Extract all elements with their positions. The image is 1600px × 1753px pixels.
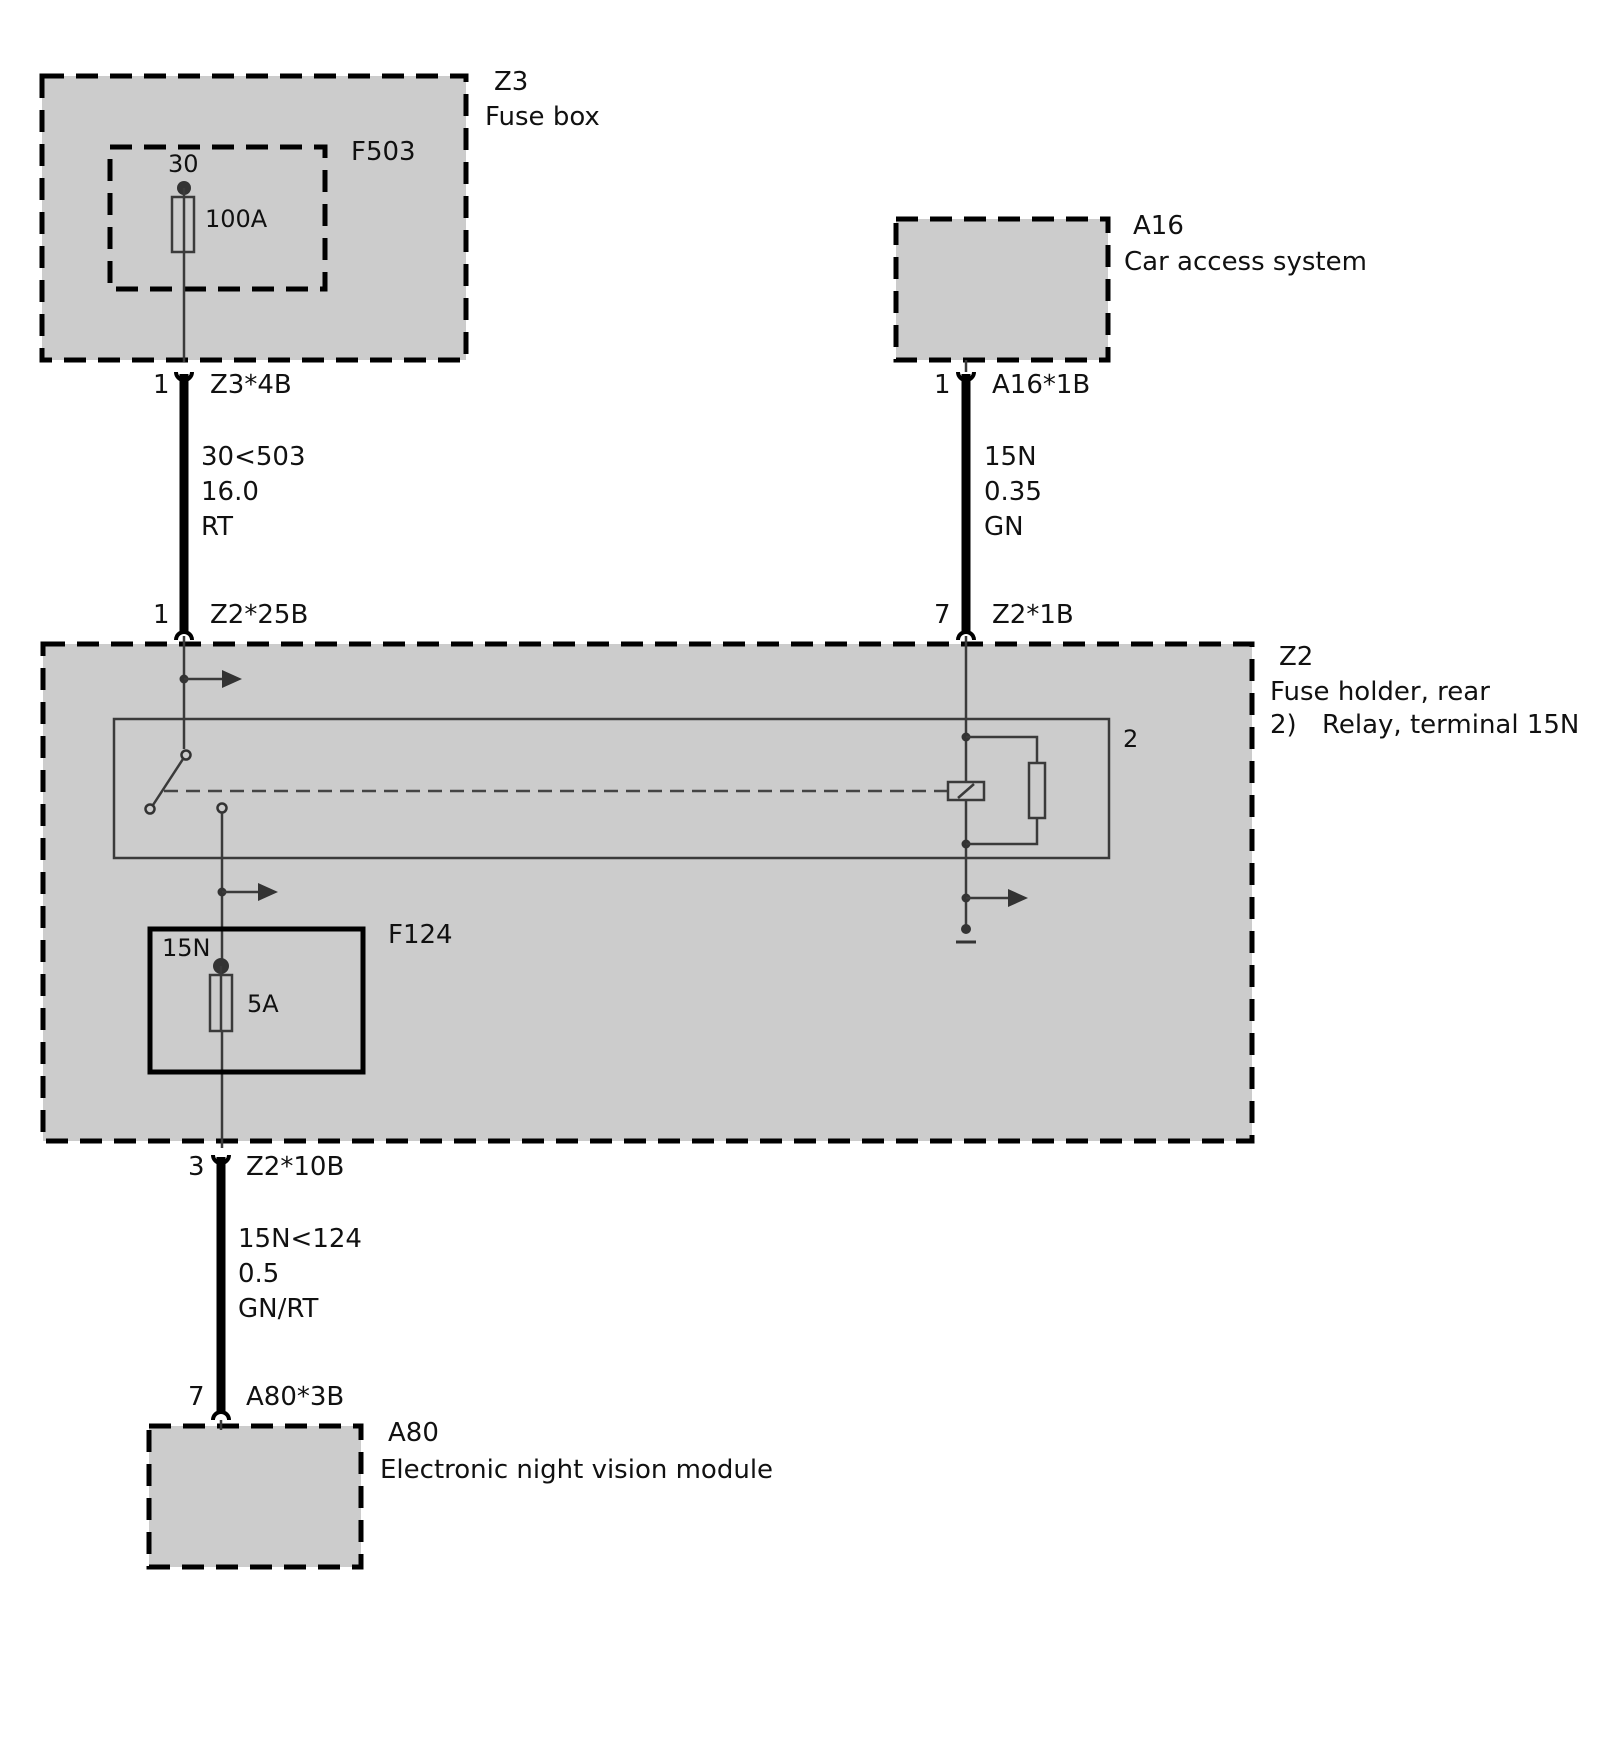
connector-z3-4b[interactable]: 1 Z3*4B — [153, 370, 292, 400]
f503-rating: 100A — [205, 205, 268, 233]
wire-color: GN — [984, 512, 1024, 542]
connector-a80-3b[interactable]: 7 A80*3B — [188, 1382, 344, 1421]
f503-box[interactable] — [107, 144, 328, 292]
f124-id: F124 — [388, 920, 453, 950]
connector-label: Z2*1B — [992, 600, 1074, 630]
z2-name: Fuse holder, rear — [1270, 677, 1490, 707]
continuation-arrow-icon — [258, 883, 278, 901]
switch-no-contact — [216, 802, 228, 814]
connector-z2-25b[interactable]: 1 Z2*25B — [153, 600, 308, 630]
connector-pin: 3 — [188, 1152, 205, 1182]
connector-label: Z3*4B — [210, 370, 292, 400]
f503-id: F503 — [351, 137, 416, 167]
connector-a16-1b[interactable]: 1 A16*1B — [934, 360, 1090, 400]
wire-signal: 15N<124 — [238, 1224, 362, 1254]
switch-blade-icon — [151, 758, 185, 806]
relay-ref: 2 — [1123, 725, 1138, 753]
wire-cross-section: 16.0 — [201, 477, 259, 507]
z3-box[interactable] — [39, 73, 469, 363]
z3-id: Z3 — [494, 67, 528, 97]
z3-name: Fuse box — [485, 102, 600, 132]
wire-cross-section: 0.5 — [238, 1259, 279, 1289]
a16-name: Car access system — [1124, 247, 1367, 277]
wire-30-503[interactable]: 30<503 16.0 RT — [179, 374, 306, 632]
connector-label: A16*1B — [992, 370, 1090, 400]
wire-signal: 30<503 — [201, 442, 306, 472]
resistor-icon — [1027, 761, 1047, 820]
relay-contact-circuit — [179, 636, 242, 749]
component-z3-fuse-box[interactable]: Z3 Fuse box F503 30 100A — [39, 67, 600, 363]
a80-id: A80 — [388, 1418, 439, 1448]
a80-name: Electronic night vision module — [380, 1455, 773, 1485]
wire-color: RT — [201, 512, 233, 542]
z2-note-index: 2) — [1270, 710, 1297, 740]
wire-cross-section: 0.35 — [984, 477, 1042, 507]
ground-dot — [961, 924, 971, 934]
continuation-arrow-icon — [222, 670, 242, 688]
a80-box[interactable] — [146, 1423, 364, 1570]
z2-note-text: Relay, terminal 15N — [1322, 710, 1579, 740]
plug-connector-icon — [211, 1410, 231, 1421]
wire-color: GN/RT — [238, 1294, 319, 1324]
resistor-lead-bottom — [966, 818, 1039, 846]
connector-pin: 1 — [153, 600, 170, 630]
relay-2[interactable]: 2 — [112, 636, 1138, 930]
connector-pin: 1 — [934, 370, 951, 400]
a16-box[interactable] — [893, 216, 1111, 363]
z2-id: Z2 — [1279, 642, 1313, 672]
plug-connector-icon — [174, 630, 194, 641]
connector-z2-1b[interactable]: 7 Z2*1B — [934, 600, 1074, 630]
connector-label: A80*3B — [246, 1382, 344, 1412]
plug-connector-icon — [956, 630, 976, 641]
f503-terminal: 30 — [168, 150, 199, 178]
connector-label: Z2*10B — [246, 1152, 344, 1182]
coil-slash — [957, 783, 975, 799]
connector-pin: 1 — [153, 370, 170, 400]
connector-pin: 7 — [188, 1382, 205, 1412]
component-a16-car-access-system[interactable]: A16 Car access system — [893, 211, 1367, 363]
component-a80-night-vision-module[interactable]: A80 Electronic night vision module — [146, 1418, 773, 1570]
coil-ground-circuit — [956, 889, 1028, 944]
resistor-lead-top — [966, 735, 1039, 763]
switch-nc-contact — [144, 803, 156, 815]
fuse-f124[interactable]: F124 15N 5A — [147, 920, 453, 1075]
connector-z2-10b[interactable]: 3 Z2*10B — [188, 1152, 344, 1182]
wire-15n[interactable]: 15N 0.35 GN — [961, 374, 1042, 632]
switch-common-contact — [180, 749, 192, 761]
f124-rating: 5A — [247, 990, 279, 1018]
continuation-arrow-icon — [1008, 889, 1028, 907]
connector-label: Z2*25B — [210, 600, 308, 630]
relay-box[interactable] — [112, 717, 1111, 860]
connector-pin: 7 — [934, 600, 951, 630]
wire-15n-124[interactable]: 15N<124 0.5 GN/RT — [216, 1157, 362, 1413]
a16-id: A16 — [1133, 211, 1184, 241]
wire-signal: 15N — [984, 442, 1037, 472]
f124-box[interactable] — [147, 926, 366, 1075]
f124-terminal: 15N — [162, 934, 211, 962]
